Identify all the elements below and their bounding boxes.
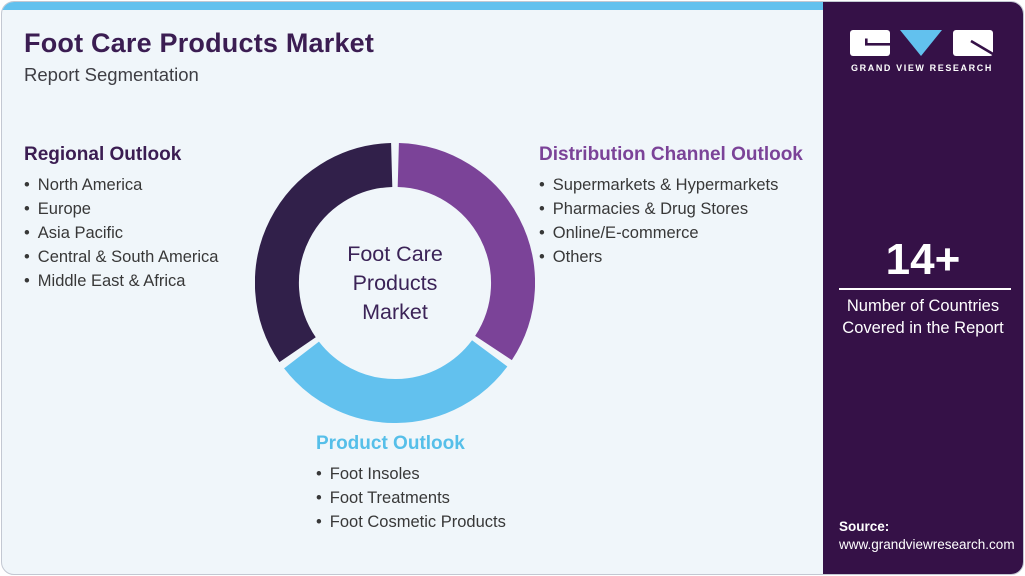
donut-rings [255,143,535,423]
logo-wordmark: GRAND VIEW RESEARCH [851,63,993,73]
distribution-outlook-section: Distribution Channel Outlook Supermarket… [539,144,803,269]
source-url: www.grandviewresearch.com [839,537,1015,552]
header: Foot Care Products Market Report Segment… [24,28,374,86]
list-item: Middle East & Africa [24,269,218,293]
logo-r-detail [970,39,994,56]
product-outlook-section: Product Outlook Foot Insoles Foot Treatm… [316,433,506,534]
donut-center-line: Foot Care [347,241,443,266]
stat-divider-line [839,288,1011,290]
product-outlook-title: Product Outlook [316,433,465,454]
list-item: Pharmacies & Drug Stores [539,197,803,221]
logo-g-detail [865,43,890,46]
regional-outlook-list: North America Europe Asia Pacific Centra… [24,173,219,293]
source-block: Source: www.grandviewresearch.com [839,518,1015,554]
donut-center-line: Products [352,270,438,295]
list-item: Online/E-commerce [539,221,803,245]
list-item: Europe [24,197,218,221]
page-title: Foot Care Products Market [24,28,375,58]
list-item: Central & South America [24,245,219,269]
donut-center-line: Market [362,299,428,324]
source-label: Source: [839,519,890,534]
regional-outlook-section: Regional Outlook North America Europe As… [24,144,218,293]
logo-g-detail [865,38,868,46]
distribution-outlook-title: Distribution Channel Outlook [539,144,803,165]
list-item: Foot Cosmetic Products [316,510,506,534]
list-item: Foot Insoles [316,462,506,486]
list-item: Foot Treatments [316,486,506,510]
donut-chart: Foot Care Products Market [255,143,535,423]
page-subtitle: Report Segmentation [24,64,199,85]
list-item: Supermarkets & Hypermarkets [539,173,803,197]
product-outlook-list: Foot Insoles Foot Treatments Foot Cosmet… [316,462,506,534]
top-accent-bar [2,2,823,10]
donut-segment [397,143,535,361]
regional-outlook-title: Regional Outlook [24,144,182,165]
sidebar: GRAND VIEW RESEARCH 14+ Number of Countr… [823,2,1023,574]
donut-center-label: Foot Care Products Market [255,143,535,423]
list-item: Asia Pacific [24,221,218,245]
distribution-outlook-list: Supermarkets & Hypermarkets Pharmacies &… [539,173,803,269]
list-item: North America [24,173,218,197]
countries-stat-value: 14+ [885,235,961,284]
donut-segment [255,143,393,363]
gvr-logo: GRAND VIEW RESEARCH [850,29,996,80]
list-item: Others [539,245,803,269]
donut-segment [284,339,508,423]
countries-stat-label: Number of Countries Covered in the Repor… [842,297,1004,337]
logo-v-triangle [900,30,942,56]
